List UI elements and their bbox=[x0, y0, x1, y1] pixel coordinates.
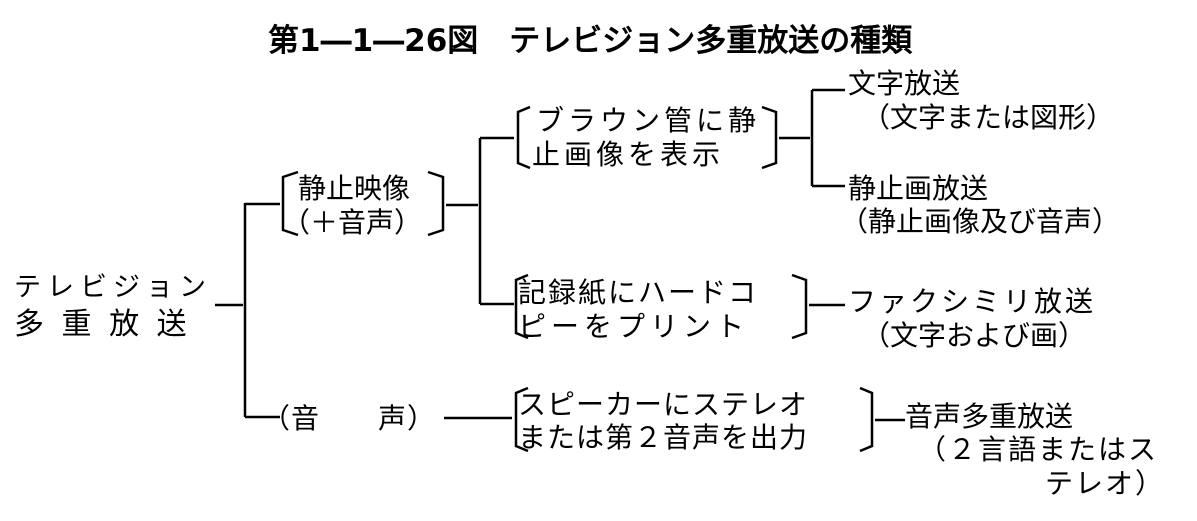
mid-speaker-line2: または第２音声を出力 bbox=[518, 421, 809, 454]
mid-speaker-line1: スピーカーにステレオ bbox=[518, 388, 809, 421]
mid-print-line1: 記録紙にハードコ bbox=[518, 276, 759, 309]
leaf-fax-line1: ファクシミリ放送 bbox=[848, 285, 1097, 318]
bracket-crt-right bbox=[761, 105, 778, 170]
leaf-still-line1: 静止画放送 bbox=[848, 172, 989, 205]
bracket-still-left bbox=[281, 170, 299, 237]
mid-crt-line2: 止画像を表示 bbox=[532, 138, 725, 171]
branch-audio-node: （音 声） bbox=[262, 402, 437, 435]
leaf-fax-line2: （文字および画） bbox=[862, 319, 1087, 352]
bracket-speaker-right bbox=[859, 386, 874, 453]
bracket-speaker-left bbox=[514, 386, 529, 453]
diagram-title: 第1―1―26図 テレビジョン多重放送の種類 bbox=[268, 23, 913, 59]
bracket-crt-left bbox=[516, 105, 531, 170]
mid-print-line2: ピーをプリント bbox=[518, 310, 750, 343]
leaf-still-line2: （静止画像及び音声） bbox=[840, 205, 1121, 238]
leaf-audio-line3: テレオ） bbox=[1045, 467, 1166, 500]
branch-still-line2: （＋音声） bbox=[282, 206, 423, 239]
mid-crt-line1: ブラウン管に静 bbox=[536, 104, 761, 137]
root-line1: テレビジョン bbox=[14, 272, 212, 303]
leaf-teletext-line2: （文字または図形） bbox=[862, 101, 1115, 134]
branch-still-line1: 静止映像 bbox=[298, 172, 411, 205]
bracket-print-right bbox=[791, 273, 808, 340]
bracket-still-right bbox=[427, 170, 445, 237]
root-line2: 多 重 放 送 bbox=[14, 307, 191, 342]
leaf-audio-line1: 音声多重放送 bbox=[905, 400, 1074, 433]
bracket-print-left bbox=[514, 273, 529, 340]
leaf-audio-line2: （２言語またはス bbox=[918, 433, 1159, 466]
leaf-teletext-line1: 文字放送 bbox=[848, 67, 961, 100]
